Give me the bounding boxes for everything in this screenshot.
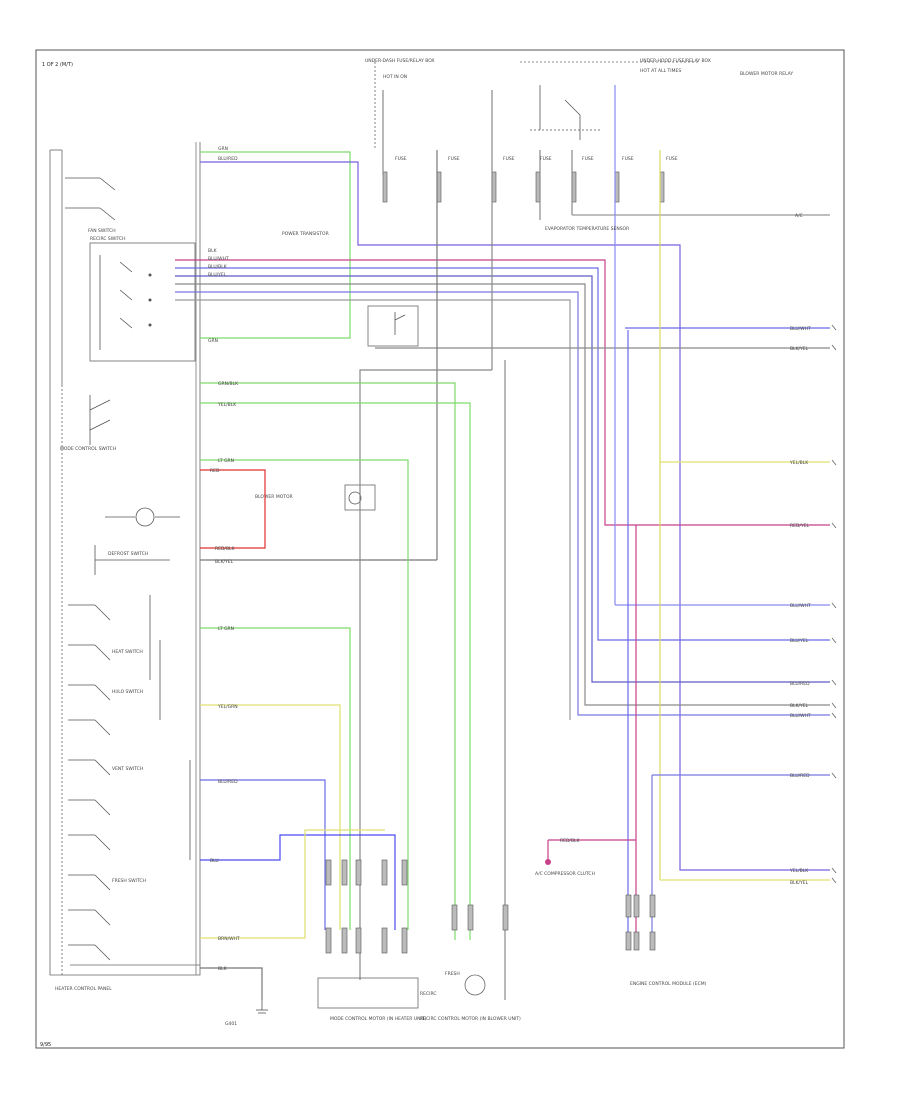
wire-label-9: YEL/BLK <box>217 402 237 408</box>
ac-compressor: A/C COMPRESSOR CLUTCH <box>535 859 595 877</box>
wire-label-21: BLK/YEL <box>790 346 809 352</box>
ecm-label: ENGINE CONTROL MODULE (ECM) <box>630 981 707 987</box>
switch-stack: HEAT SWITCH HI/LO SWITCH VENT SWITCH FRE… <box>68 595 191 961</box>
hi-lo-switch-label: HI/LO SWITCH <box>112 689 143 695</box>
fuse-1: FUSE <box>395 156 407 162</box>
mode-switch-label: MODE CONTROL SWITCH <box>60 446 116 452</box>
wire-label-13: BLK/YEL <box>215 559 234 565</box>
wire-label-1: GRN <box>218 146 228 152</box>
ecm: ENGINE CONTROL MODULE (ECM) <box>625 894 707 987</box>
recirc-actuator: FRESH RECIRC RECIRC CONTROL MOTOR (IN BL… <box>420 904 521 1022</box>
blower-relay-label: BLOWER MOTOR RELAY <box>740 71 793 77</box>
underhood-fuse-box: UNDER-HOOD FUSE/RELAY BOX HOT AT ALL TIM… <box>520 58 793 77</box>
wire-label-32: RED/BLK <box>560 838 581 844</box>
wire-label-29: BLU/RED <box>790 773 810 779</box>
fuse-2: FUSE <box>448 156 460 162</box>
ac-label: A/C <box>795 213 803 219</box>
defrost-switch: DEFROST SWITCH <box>94 545 170 575</box>
wire-label-14: LT GRN <box>218 626 234 632</box>
wire-labels: GRN BLU/RED BLK BLU/WHT BLU/BLK BLU/YEL … <box>208 146 811 972</box>
wire-label-12: RED/BLK <box>215 546 236 552</box>
wire-label-4: BLU/WHT <box>208 256 229 262</box>
fuse-3: FUSE <box>503 156 515 162</box>
wire-label-3: BLK <box>208 248 218 254</box>
header-label: 1 OF 2 (M/T) <box>42 62 73 68</box>
recirc-fresh-label: FRESH <box>445 971 460 977</box>
right-terminals <box>831 324 837 884</box>
vent-switch-label: VENT SWITCH <box>112 766 143 772</box>
wire-label-18: BRN/WHT <box>218 936 240 942</box>
wire-label-10: LT GRN <box>218 458 234 464</box>
wire-label-5: BLU/BLK <box>208 264 228 270</box>
wire-label-6: BLU/YEL <box>208 272 227 278</box>
recirc-switch: RECIRC SWITCH <box>65 177 126 242</box>
underdash-fuse-box: UNDER-DASH FUSE/RELAY BOX HOT IN ON <box>365 58 435 150</box>
wire-label-19: BLK <box>218 966 228 972</box>
heater-control-panel-label: HEATER CONTROL PANEL <box>55 986 112 992</box>
blower-motor-label: BLOWER MOTOR <box>255 494 293 500</box>
wire-label-31: BLK/YEL <box>790 880 809 886</box>
indicator-lamp <box>105 507 180 527</box>
ac-compressor-label: A/C COMPRESSOR CLUTCH <box>535 871 595 877</box>
underdash-fuse-label: UNDER-DASH FUSE/RELAY BOX <box>365 58 435 64</box>
blower-relay <box>530 85 600 140</box>
mode-actuator: MODE CONTROL MOTOR (IN HEATER UNIT) <box>317 859 427 1022</box>
blower-motor: BLOWER MOTOR <box>255 484 376 511</box>
wire-label-28: BLU/WHT <box>790 713 811 719</box>
connector-blocks <box>382 171 665 203</box>
mode-actuator-label: MODE CONTROL MOTOR (IN HEATER UNIT) <box>330 1016 427 1022</box>
fuse-row: FUSE FUSE FUSE FUSE FUSE FUSE FUSE <box>395 156 678 162</box>
wire-label-15: YEL/GRN <box>217 704 238 710</box>
wire-label-27: BLK/YEL <box>790 703 809 709</box>
underhood-fuse-label: UNDER-HOOD FUSE/RELAY BOX <box>640 58 711 64</box>
wire-label-16: BLU/RED <box>218 779 238 785</box>
wire-label-7: GRN <box>208 338 218 344</box>
wire-label-24: BLU/WHT <box>790 603 811 609</box>
ground: G401 <box>225 1000 268 1027</box>
hot-label-2: HOT AT ALL TIMES <box>640 68 681 74</box>
wire-label-30: YEL/BLK <box>789 868 809 874</box>
recirc-switch-label: RECIRC SWITCH <box>90 236 126 242</box>
thermostat-label: EVAPORATOR TEMPERATURE SENSOR <box>545 226 629 232</box>
heat-switch-label: HEAT SWITCH <box>112 649 143 655</box>
wire-label-17: BLU <box>210 858 219 864</box>
footer-label: 9/95 <box>40 1042 51 1048</box>
fan-switch-label: FAN SWITCH <box>88 228 116 234</box>
heater-control-panel: HEATER CONTROL PANEL <box>49 142 201 992</box>
wire-label-25: BLU/YEL <box>790 638 809 644</box>
ground-label: G401 <box>225 1021 237 1027</box>
fuse-5: FUSE <box>582 156 594 162</box>
wire-label-23: RED/YEL <box>790 523 810 529</box>
defrost-switch-label: DEFROST SWITCH <box>108 551 148 557</box>
fuse-4: FUSE <box>540 156 552 162</box>
fuse-6: FUSE <box>622 156 634 162</box>
diagram-frame <box>35 49 845 1049</box>
wire-label-26: BLU/RED <box>790 681 810 687</box>
wire-label-8: GRN/BLK <box>218 381 239 387</box>
power-transistor: POWER TRANSISTOR <box>282 231 419 347</box>
fan-switch: FAN SWITCH <box>88 228 196 362</box>
wire-label-20: BLU/WHT <box>790 326 811 332</box>
recirc-recirc-label: RECIRC <box>420 991 436 997</box>
wire-label-22: YEL/BLK <box>789 460 809 466</box>
recirc-actuator-label: RECIRC CONTROL MOTOR (IN BLOWER UNIT) <box>420 1016 521 1022</box>
fresh-switch-label: FRESH SWITCH <box>112 878 146 884</box>
fuse-7: FUSE <box>666 156 678 162</box>
power-transistor-label: POWER TRANSISTOR <box>282 231 329 237</box>
wire-label-2: BLU/RED <box>218 156 238 162</box>
mode-switch: MODE CONTROL SWITCH <box>60 395 116 452</box>
wires <box>175 85 830 1000</box>
wire-label-11: RED <box>210 468 220 474</box>
hot-label-1: HOT IN ON <box>383 74 407 80</box>
